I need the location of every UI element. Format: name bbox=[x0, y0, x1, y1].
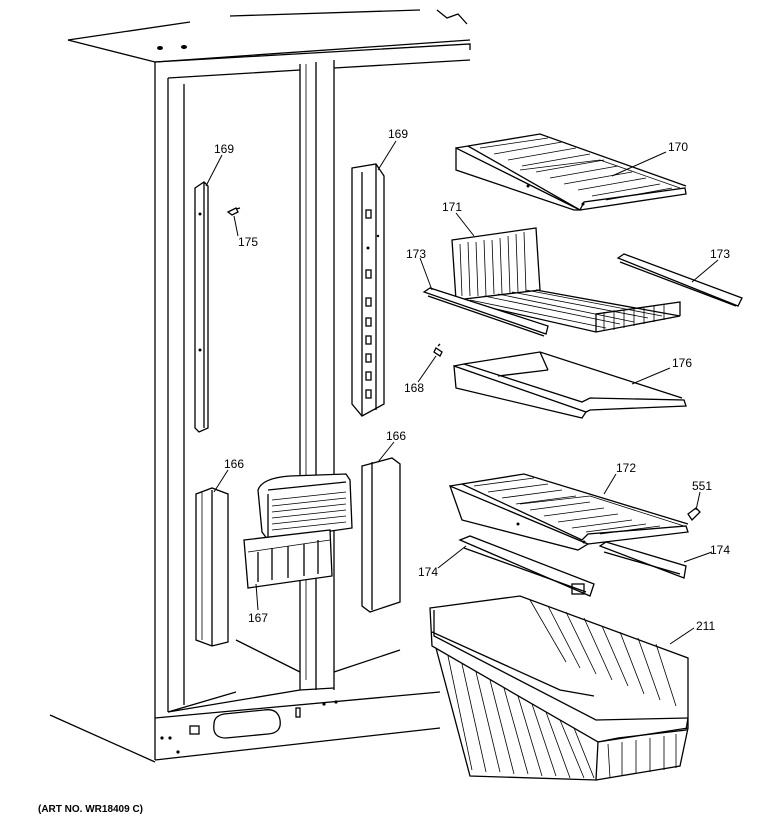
cabinet-outline bbox=[49, 9, 471, 763]
art-number: (ART NO. WR18409 C) bbox=[38, 804, 143, 815]
callout-167: 167 bbox=[248, 611, 268, 625]
slide-rail-173-right bbox=[616, 253, 743, 307]
wire-basket-211 bbox=[429, 595, 689, 781]
shelf-rail-left-169 bbox=[194, 181, 209, 433]
callout-172: 172 bbox=[616, 461, 636, 475]
wire-basket-171 bbox=[451, 227, 681, 333]
callout-170: 170 bbox=[668, 140, 688, 154]
screw-175 bbox=[226, 207, 241, 216]
slide-rail-173-left bbox=[422, 287, 549, 337]
callout-labels: 169 175 169 166 167 166 170 171 173 173 … bbox=[38, 127, 730, 815]
callout-173-right: 173 bbox=[710, 247, 730, 261]
trim-cover-right-166 bbox=[361, 457, 401, 613]
control-housing-167 bbox=[243, 473, 353, 589]
wire-shelf-170 bbox=[455, 133, 687, 211]
callout-171: 171 bbox=[442, 200, 462, 214]
callout-166-left: 166 bbox=[224, 457, 244, 471]
callout-174-right: 174 bbox=[710, 543, 730, 557]
shelf-frame-176 bbox=[453, 351, 687, 419]
leader-lines bbox=[205, 140, 719, 645]
callout-551: 551 bbox=[692, 479, 712, 493]
slide-rail-174-right bbox=[598, 541, 687, 579]
callout-175: 175 bbox=[238, 235, 258, 249]
shelf-rail-right-169 bbox=[351, 163, 385, 417]
slide-rail-174-left bbox=[458, 535, 595, 597]
wire-shelf-172 bbox=[448, 473, 689, 551]
screw-168 bbox=[433, 343, 443, 357]
callout-174-left: 174 bbox=[418, 565, 438, 579]
clip-551 bbox=[687, 507, 701, 522]
callout-169-right: 169 bbox=[388, 127, 408, 141]
callout-166-right: 166 bbox=[386, 429, 406, 443]
callout-169-left: 169 bbox=[214, 142, 234, 156]
callout-173-left: 173 bbox=[406, 247, 426, 261]
trim-cover-left-166 bbox=[195, 487, 229, 647]
callout-211: 211 bbox=[696, 619, 715, 633]
callout-168: 168 bbox=[404, 381, 424, 395]
callout-176: 176 bbox=[672, 356, 692, 370]
